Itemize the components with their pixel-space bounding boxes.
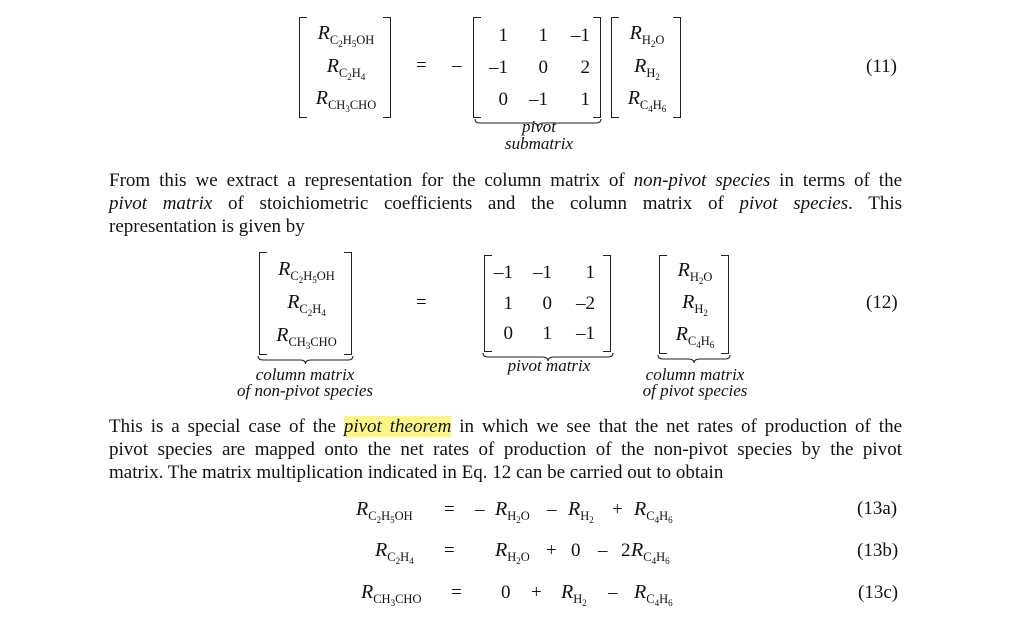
eq11-minus: – (452, 55, 462, 76)
eq12-lhs-r-c2h5oh: RC2H5OH (278, 258, 335, 285)
eq11-rhs-r-h2o: RH2O (629, 22, 665, 49)
matrix-cell: –1 (571, 25, 590, 46)
para1-line2: pivot matrix of stoichiometric coefficie… (109, 193, 903, 214)
eq12-rhs-underbrace (657, 354, 731, 364)
eq12-lhs-label-line2: of non-pivot species (237, 381, 373, 400)
eq13a-minus: – (475, 499, 485, 520)
matrix-cell: 0 (498, 89, 509, 110)
eq12-rhs-r-c4h6: RC4H6 (675, 323, 715, 350)
eq11-equals: = (416, 55, 427, 76)
eq11-lhs-r-c2h5oh: RC2H5OH (317, 22, 375, 49)
matrix-cell: 1 (585, 262, 596, 283)
eq13c-r-h2: RH2 (561, 581, 587, 608)
eq12-pivot-matrix: –1 –1 1 1 0 –2 0 1 –1 (484, 255, 611, 352)
matrix-cell: 1 (580, 89, 591, 110)
eq12-lhs-r-c2h4: RC2H4 (287, 291, 326, 318)
eq13b-two: 2 (621, 540, 631, 561)
eq13b-equals: = (444, 540, 455, 561)
equation-number-13a: (13a) (857, 498, 898, 519)
eq12-matrix-label: pivot matrix (507, 356, 591, 375)
matrix-cell: 0 (542, 293, 553, 314)
para1-line3: representation is given by (109, 216, 305, 237)
para1-line1: From this we extract a representation fo… (109, 170, 903, 191)
eq13b-zero: 0 (571, 540, 581, 561)
paragraph-pivot-theorem: This is a special case of the pivot theo… (109, 415, 902, 484)
eq11-lhs-r-c2h4: RC2H4 (326, 55, 366, 82)
eq11-underbrace (474, 118, 602, 128)
eq13c-r-c4h6: RC4H6 (634, 581, 673, 608)
eq13c-zero: 0 (501, 582, 511, 603)
para2-line3: matrix. The matrix multiplication indica… (109, 462, 724, 483)
eq12-lhs-underbrace (257, 355, 354, 365)
term-non-pivot-species: non-pivot species (633, 170, 771, 191)
eq12-lhs-r-ch3cho: RCH3CHO (276, 324, 337, 351)
matrix-cell: –1 (533, 262, 552, 283)
paragraph-representation: From this we extract a representation fo… (109, 169, 902, 238)
term-pivot-matrix: pivot matrix (109, 193, 213, 214)
eq11-brace-label-submatrix: submatrix (505, 134, 573, 153)
eq13a-r-h2o: RH2O (495, 498, 530, 525)
eq12-rhs-column-matrix: RH2O RH2 RC4H6 (659, 255, 729, 354)
matrix-cell: 1 (498, 25, 509, 46)
eq13a-minus-2: – (547, 499, 557, 520)
equation-number-12: (12) (866, 292, 898, 313)
eq13b-lhs: RC2H4 (375, 539, 414, 566)
eq13a-lhs: RC2H5OH (356, 498, 413, 525)
eq13c-minus: – (608, 582, 618, 603)
eq11-rhs-r-h2: RH2 (634, 55, 660, 82)
eq13a-r-c4h6: RC4H6 (634, 498, 673, 525)
highlighted-term-pivot-theorem: pivot theorem (343, 416, 452, 437)
equation-number-11: (11) (866, 56, 897, 77)
eq12-lhs-column-matrix: RC2H5OH RC2H4 RCH3CHO (259, 252, 352, 355)
eq13a-r-h2: RH2 (568, 498, 594, 525)
matrix-cell: –1 (489, 57, 508, 78)
eq13b-plus: + (546, 540, 557, 561)
equation-number-13c: (13c) (858, 582, 899, 603)
eq11-lhs-column-matrix: RC2H5OH RC2H4 RCH3CHO (299, 17, 391, 118)
eq13c-equals: = (451, 582, 462, 603)
eq13c-plus: + (531, 582, 542, 603)
term-pivot-species: pivot species (739, 193, 849, 214)
matrix-cell: –1 (529, 89, 548, 110)
para2-line2: pivot species are mapped onto the net ra… (109, 439, 902, 460)
matrix-cell: 0 (503, 323, 514, 344)
eq11-brace-label-pivot: pivot (522, 117, 556, 136)
matrix-cell: –1 (494, 262, 513, 283)
eq11-lhs-r-ch3cho: RCH3CHO (315, 87, 377, 114)
eq11-rhs-column-matrix: RH2O RH2 RC4H6 (611, 17, 681, 118)
eq12-equals: = (416, 292, 427, 313)
eq13b-r-c4h6: RC4H6 (631, 539, 670, 566)
eq12-rhs-r-h2o: RH2O (677, 259, 713, 286)
para2-line1: This is a special case of the pivot theo… (109, 416, 903, 437)
eq12-rhs-label-line1: column matrix (645, 365, 745, 384)
eq13b-r-h2o: RH2O (495, 539, 530, 566)
matrix-cell: 1 (542, 323, 553, 344)
matrix-cell: –2 (576, 293, 595, 314)
matrix-cell: 2 (580, 57, 591, 78)
eq12-rhs-label-line2: of pivot species (642, 381, 748, 400)
eq11-rhs-r-c4h6: RC4H6 (627, 87, 667, 114)
eq13b-minus: – (598, 540, 608, 561)
equation-number-13b: (13b) (857, 540, 899, 561)
eq13c-lhs: RCH3CHO (361, 581, 422, 608)
eq12-rhs-r-h2: RH2 (682, 291, 708, 318)
eq11-pivot-submatrix: 1 1 –1 –1 0 2 0 –1 1 (473, 17, 601, 118)
eq13a-plus: + (612, 499, 623, 520)
matrix-cell: 0 (538, 57, 549, 78)
matrix-cell: –1 (576, 323, 595, 344)
matrix-cell: 1 (503, 293, 514, 314)
eq12-matrix-underbrace (482, 352, 614, 362)
eq12-lhs-label-line1: column matrix (255, 365, 355, 384)
matrix-cell: 1 (538, 25, 549, 46)
eq13a-equals: = (444, 499, 455, 520)
